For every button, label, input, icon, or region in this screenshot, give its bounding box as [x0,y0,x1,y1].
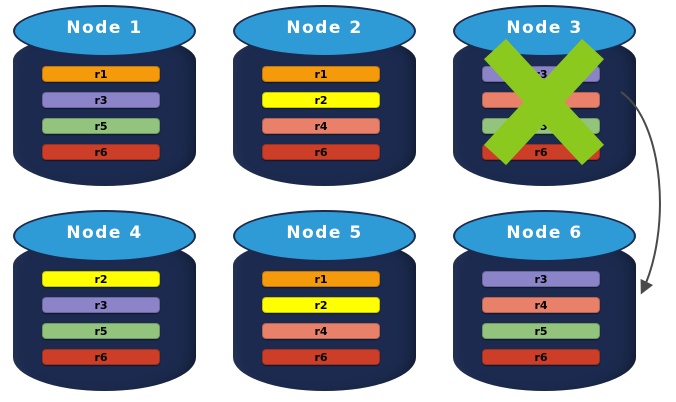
record-item: r6 [482,144,600,160]
record-item: r4 [482,92,600,108]
cylinder-body [13,33,196,186]
record-item: r5 [42,323,160,339]
record-item: r6 [262,144,380,160]
record-item: r1 [42,66,160,82]
node-2-records: r1 r2 r4 r6 [262,66,387,160]
record-item: r6 [482,349,600,365]
record-item: r2 [262,92,380,108]
node-4[interactable]: Node 4 r2 r3 r5 r6 [13,210,196,391]
cylinder-top [13,210,196,262]
record-item: r2 [262,297,380,313]
record-item: r4 [482,297,600,313]
node-1-records: r1 r3 r5 r6 [42,66,167,160]
record-item: r6 [262,349,380,365]
node-6-records: r3 r4 r5 r6 [482,271,607,365]
node-5[interactable]: Node 5 r1 r2 r4 r6 [233,210,416,391]
record-item: r4 [262,323,380,339]
node-3-records: r3 r4 r5 r6 [482,66,607,160]
cylinder-top [453,210,636,262]
cylinder-body [453,238,636,391]
record-item: r2 [42,271,160,287]
record-item: r5 [42,118,160,134]
node-6[interactable]: Node 6 r3 r4 r5 r6 [453,210,636,391]
record-item: r1 [262,271,380,287]
record-item: r3 [482,66,600,82]
record-item: r5 [482,323,600,339]
record-item: r1 [262,66,380,82]
cylinder-top [233,210,416,262]
cylinder-body [233,33,416,186]
record-item: r6 [42,349,160,365]
node-1[interactable]: Node 1 r1 r3 r5 r6 [13,5,196,186]
node-3[interactable]: Node 3 r3 r4 r5 r6 [453,5,636,186]
record-item: r3 [482,271,600,287]
cylinder-body [13,238,196,391]
cylinder-top [13,5,196,57]
record-item: r6 [42,144,160,160]
record-item: r4 [262,118,380,134]
cylinder-top [233,5,416,57]
cylinder-top [453,5,636,57]
node-4-records: r2 r3 r5 r6 [42,271,167,365]
cylinder-body [233,238,416,391]
record-item: r3 [42,297,160,313]
record-item: r3 [42,92,160,108]
record-item: r5 [482,118,600,134]
node-2[interactable]: Node 2 r1 r2 r4 r6 [233,5,416,186]
node-5-records: r1 r2 r4 r6 [262,271,387,365]
